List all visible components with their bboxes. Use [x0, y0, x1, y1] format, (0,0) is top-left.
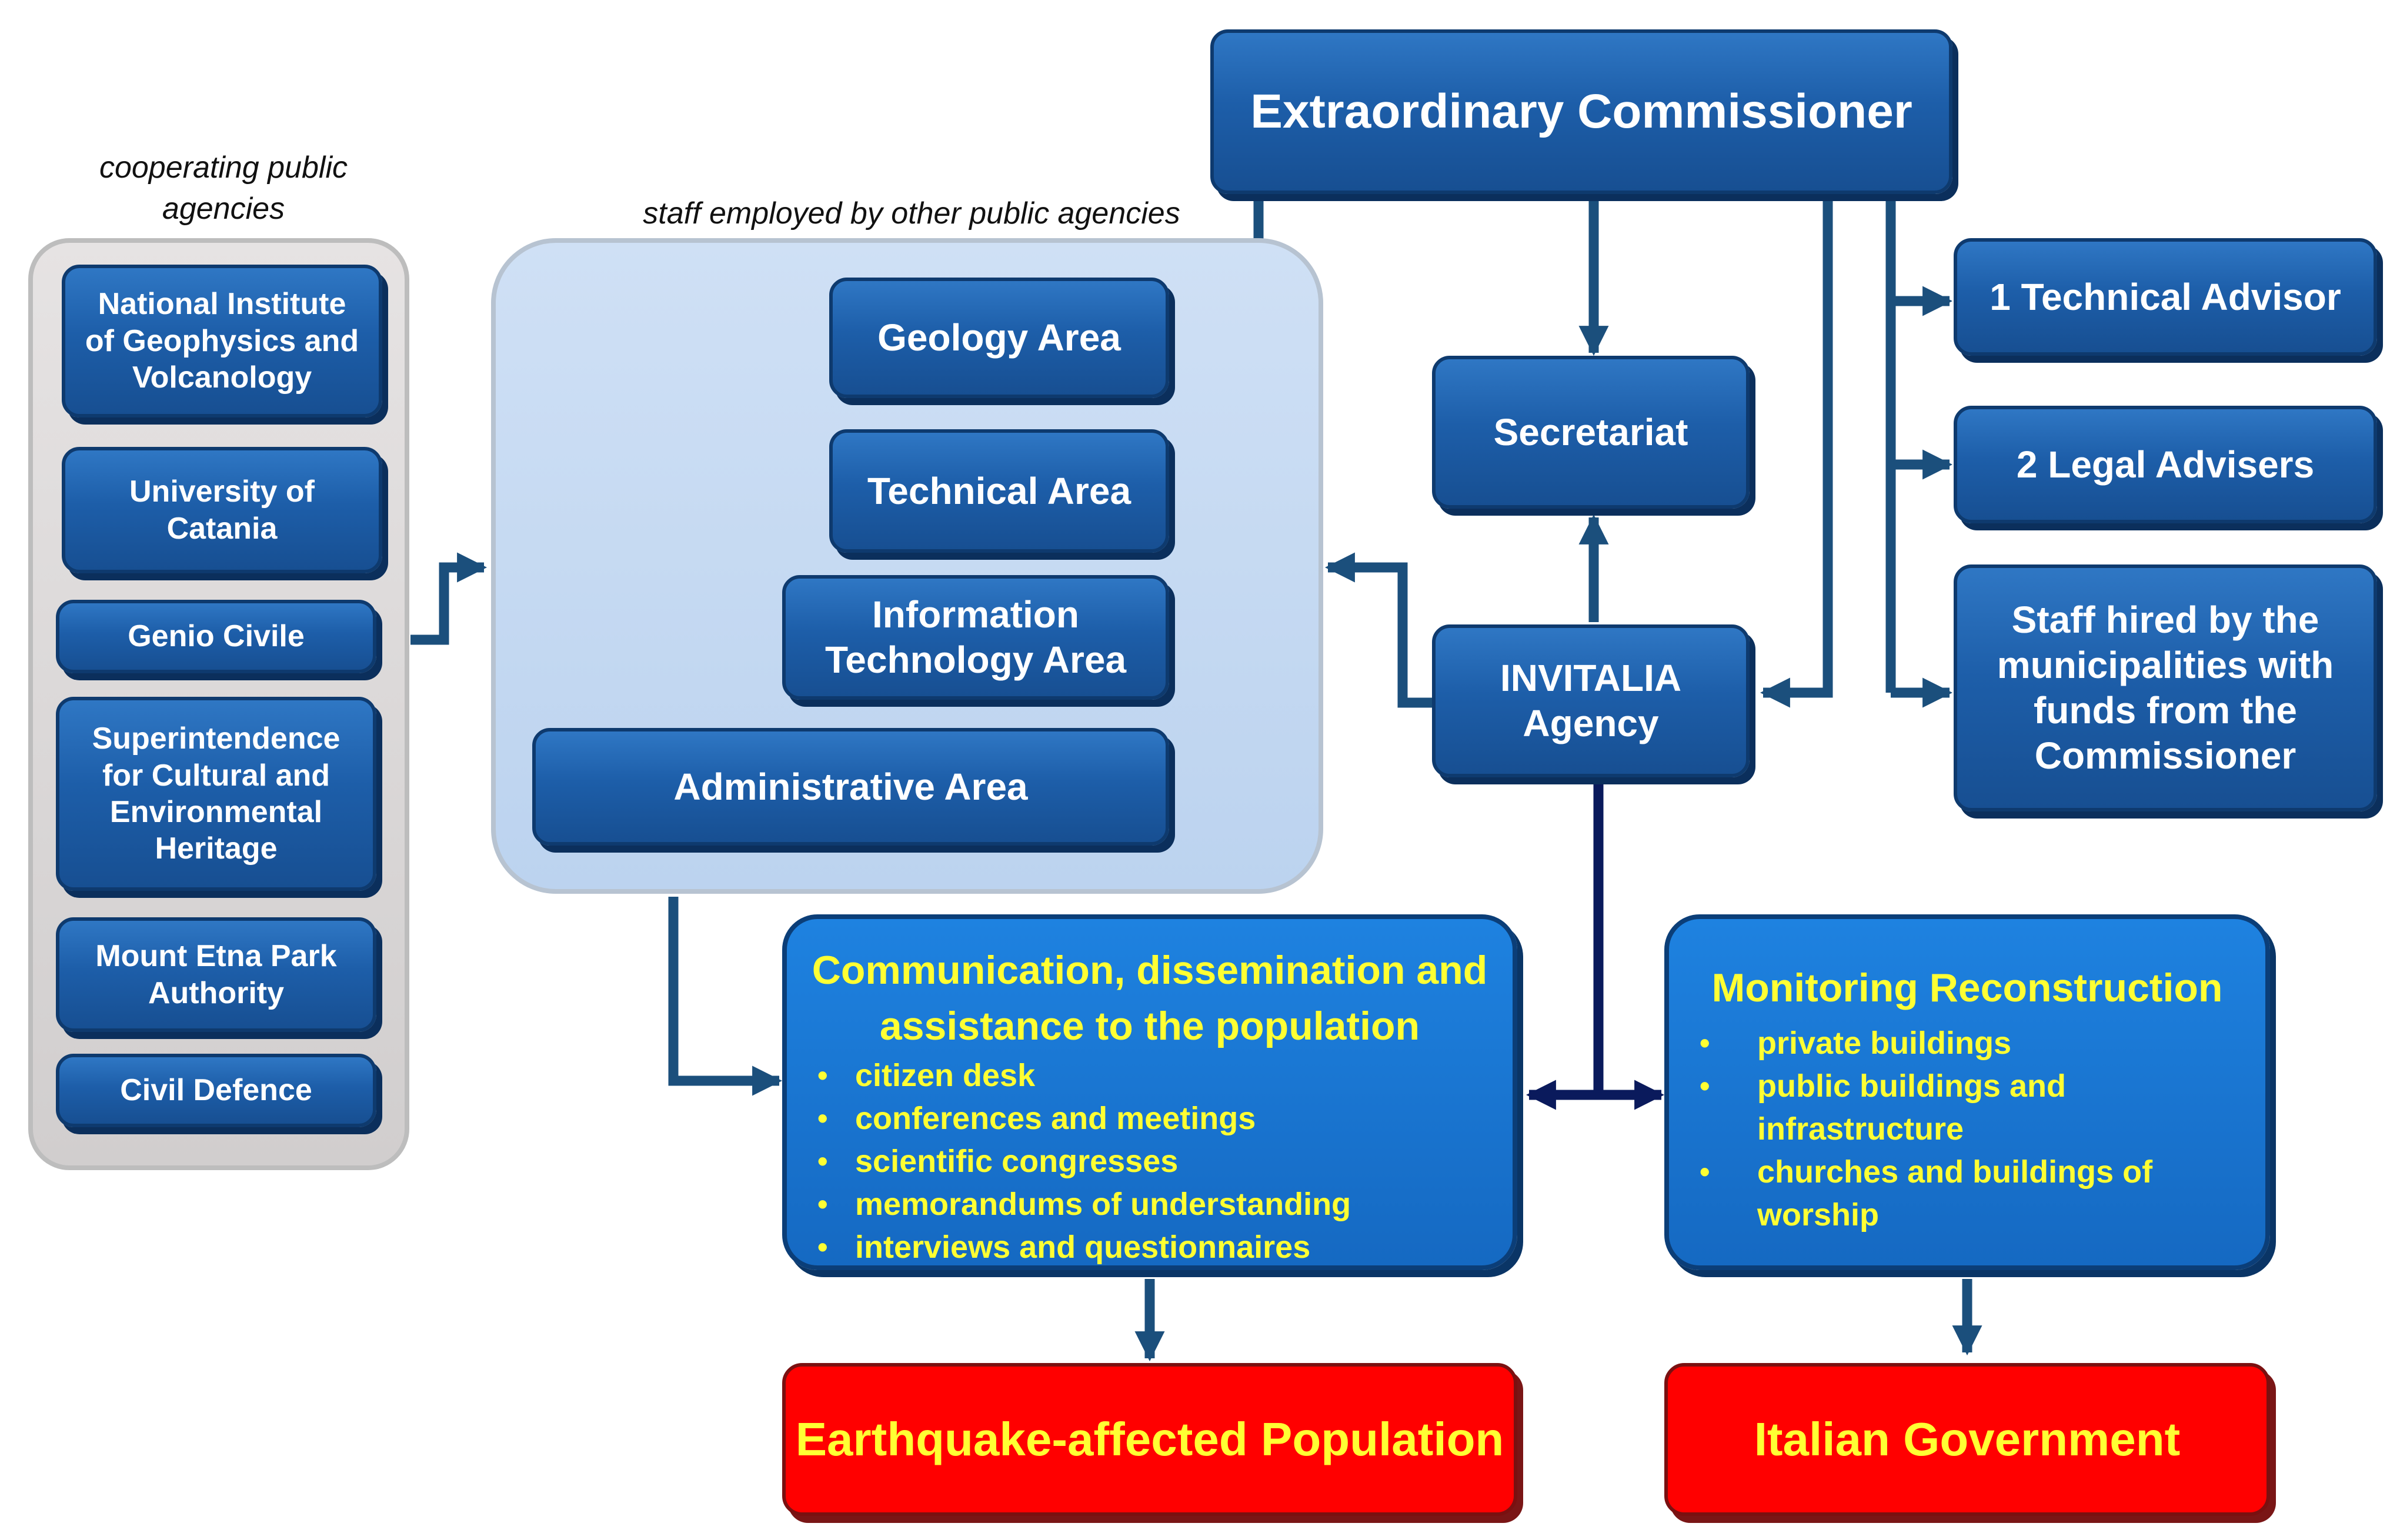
invitalia-agency: INVITALIA Agency	[1432, 624, 1750, 777]
monitoring-item: churches and buildings of worship	[1669, 1151, 2195, 1237]
communication-item: conferences and meetings	[787, 1097, 1513, 1140]
communication-list: citizen desk conferences and meetings sc…	[787, 1054, 1513, 1269]
communication-title: Communication, dissemination and assista…	[812, 948, 1488, 1049]
municipal-staff: Staff hired by the municipalities with f…	[1954, 564, 2377, 811]
earthquake-affected-population: Earthquake-affected Population	[782, 1363, 1517, 1516]
legal-advisers: 2 Legal Advisers	[1954, 406, 2377, 523]
cooperating-caption: cooperating public agencies	[99, 151, 348, 226]
monitoring-item: private buildings	[1669, 1022, 2195, 1065]
monitoring-box: Monitoring Reconstruction private buildi…	[1664, 914, 2270, 1270]
extraordinary-commissioner: Extraordinary Commissioner	[1210, 29, 1952, 194]
communication-box: Communication, dissemination and assista…	[782, 914, 1517, 1270]
agency-university-catania: University of Catania	[62, 447, 382, 573]
agency-genio-civile: Genio Civile	[56, 600, 376, 673]
monitoring-item: public buildings and infrastructure	[1669, 1065, 2195, 1151]
secretariat: Secretariat	[1432, 356, 1750, 509]
information-technology-area: Information Technology Area	[782, 575, 1169, 700]
agency-civil-defence: Civil Defence	[56, 1054, 376, 1127]
communication-item: citizen desk	[787, 1054, 1513, 1097]
technical-advisor: 1 Technical Advisor	[1954, 238, 2377, 356]
agency-ingv: National Institute of Geophysics and Vol…	[62, 265, 382, 417]
agency-superintendence: Superintendence for Cultural and Environ…	[56, 697, 376, 891]
monitoring-list: private buildings public buildings and i…	[1669, 1022, 2265, 1237]
italian-government: Italian Government	[1664, 1363, 2270, 1516]
agency-etna-park: Mount Etna Park Authority	[56, 917, 376, 1032]
monitoring-title: Monitoring Reconstruction	[1711, 966, 2223, 1010]
administrative-area: Administrative Area	[532, 728, 1169, 846]
geology-area: Geology Area	[829, 278, 1169, 398]
staff-caption: staff employed by other public agencies	[643, 196, 1180, 231]
communication-item: scientific congresses	[787, 1140, 1513, 1183]
communication-item: memorandums of understanding	[787, 1183, 1513, 1226]
technical-area: Technical Area	[829, 429, 1169, 553]
communication-item: interviews and questionnaires	[787, 1226, 1513, 1269]
